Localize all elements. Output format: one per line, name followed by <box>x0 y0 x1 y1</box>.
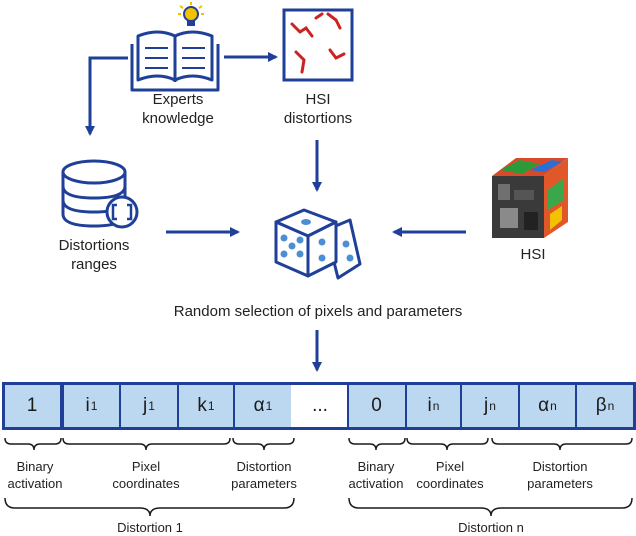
distortion-1-label: Distortion 1 <box>117 520 183 535</box>
small-braces <box>4 437 633 451</box>
distortions-icon <box>282 8 354 82</box>
hsi-label: HSI <box>520 246 546 263</box>
binary-activation-label: Binary activation <box>348 459 404 491</box>
arrows <box>85 52 466 372</box>
distortion-parameters-label: Distortion parameters <box>231 459 297 491</box>
distortions-ranges-label: Distortions ranges <box>58 237 130 273</box>
dice-icon <box>274 208 362 280</box>
hsi-cube-icon <box>492 158 568 238</box>
random-selection-label: Random selection of pixels and parameter… <box>173 303 463 320</box>
hsi-distortions-label: HSI distortions <box>283 91 353 127</box>
database-icon <box>61 159 139 229</box>
pixel-coordinates-label: Pixel coordinates <box>416 459 484 491</box>
pixel-coordinates-label: Pixel coordinates <box>112 459 180 491</box>
lightbulb-icon <box>178 2 204 26</box>
vector-cell: 1 <box>3 383 62 429</box>
binary-activation-label: Binary activation <box>7 459 63 491</box>
vector-cell: 0 <box>347 383 407 429</box>
book-icon <box>130 30 220 92</box>
group-braces <box>4 497 633 517</box>
experts-knowledge-label: Experts knowledge <box>142 91 214 127</box>
vector-gap-cell: ... <box>291 383 349 429</box>
distortion-parameters-label: Distortion parameters <box>527 459 593 491</box>
distortion-n-label: Distortion n <box>458 520 524 535</box>
